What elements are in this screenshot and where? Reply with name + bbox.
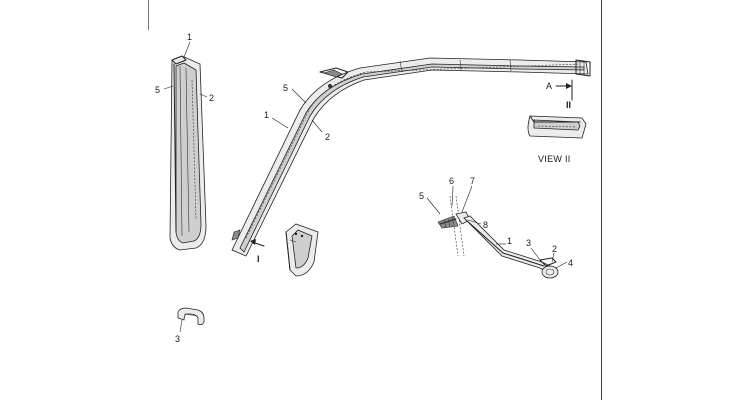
label-assy-5: 5 bbox=[419, 191, 424, 201]
clip-part bbox=[177, 307, 205, 326]
label-left-trim-2: 2 bbox=[209, 93, 214, 103]
label-arc-2: 2 bbox=[325, 132, 330, 142]
label-clip-3: 3 bbox=[175, 334, 180, 344]
view-i-detail bbox=[285, 223, 319, 277]
label-arc-5: 5 bbox=[283, 83, 288, 93]
label-assy-7: 7 bbox=[470, 176, 475, 186]
label-view-arrow-i: I bbox=[257, 254, 260, 264]
label-assy-8: 8 bbox=[483, 220, 488, 230]
label-left-trim-1: 1 bbox=[187, 32, 192, 42]
view-arrow-i bbox=[250, 239, 265, 247]
label-assy-3: 3 bbox=[526, 238, 531, 248]
view-ii-caption: VIEW II bbox=[538, 154, 571, 164]
label-assy-4: 4 bbox=[568, 258, 573, 268]
label-assy-2: 2 bbox=[552, 244, 557, 254]
label-section-a: A bbox=[546, 81, 552, 91]
label-left-trim-5: 5 bbox=[155, 85, 160, 95]
section-a-arrow bbox=[555, 79, 573, 97]
label-arc-1: 1 bbox=[264, 110, 269, 120]
label-view-arrow-ii: II bbox=[566, 100, 571, 110]
label-assy-6: 6 bbox=[449, 176, 454, 186]
left-trim-strip bbox=[169, 55, 207, 251]
view-ii-detail bbox=[527, 115, 587, 139]
arc-moulding bbox=[231, 57, 591, 257]
rod-assembly bbox=[437, 195, 559, 279]
label-assy-1: 1 bbox=[507, 236, 512, 246]
